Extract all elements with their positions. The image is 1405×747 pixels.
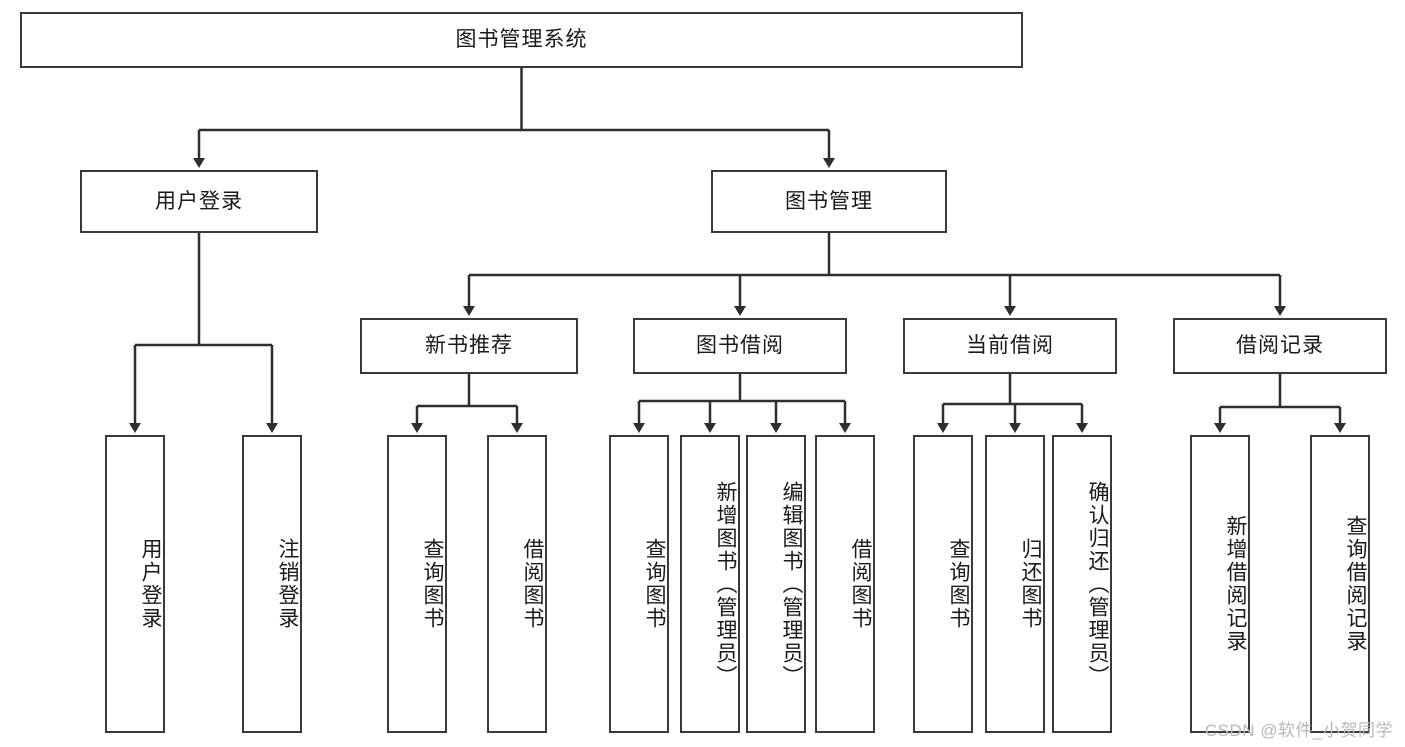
- node-book-manage-label: 图书管理: [785, 189, 873, 213]
- node-leaf-add-book[interactable]: 新增图书（管理员）: [680, 435, 740, 733]
- node-book-borrow-label: 图书借阅: [696, 334, 784, 358]
- node-leaf-borrow-book-2[interactable]: 借阅图书: [815, 435, 875, 733]
- node-leaf-borrow-book-1-label: 借阅图书: [521, 538, 544, 630]
- node-leaf-add-book-label: 新增图书（管理员）: [714, 480, 737, 688]
- node-root[interactable]: 图书管理系统: [20, 12, 1023, 68]
- node-leaf-return-book[interactable]: 归还图书: [985, 435, 1045, 733]
- node-borrow-record[interactable]: 借阅记录: [1173, 318, 1387, 374]
- node-leaf-query-book-2[interactable]: 查询图书: [609, 435, 669, 733]
- node-book-manage[interactable]: 图书管理: [711, 170, 947, 233]
- node-leaf-edit-book-label: 编辑图书（管理员）: [780, 480, 803, 688]
- node-leaf-query-record-label: 查询借阅记录: [1344, 515, 1367, 653]
- node-leaf-query-record[interactable]: 查询借阅记录: [1310, 435, 1370, 733]
- node-leaf-query-book-3-label: 查询图书: [947, 538, 970, 630]
- node-leaf-add-record-label: 新增借阅记录: [1224, 515, 1247, 653]
- node-leaf-query-book-1-label: 查询图书: [421, 538, 444, 630]
- node-leaf-query-book-2-label: 查询图书: [643, 538, 666, 630]
- node-leaf-borrow-book-1[interactable]: 借阅图书: [487, 435, 547, 733]
- node-book-borrow[interactable]: 图书借阅: [633, 318, 847, 374]
- node-borrow-record-label: 借阅记录: [1236, 334, 1324, 358]
- node-root-label: 图书管理系统: [455, 28, 588, 52]
- watermark: CSDN @软件_小贺同学: [1204, 721, 1393, 740]
- node-leaf-add-record[interactable]: 新增借阅记录: [1190, 435, 1250, 733]
- node-leaf-confirm-return[interactable]: 确认归还（管理员）: [1052, 435, 1112, 733]
- node-leaf-query-book-1[interactable]: 查询图书: [387, 435, 447, 733]
- node-current-borrow[interactable]: 当前借阅: [903, 318, 1117, 374]
- node-leaf-user-login-label: 用户登录: [139, 538, 162, 630]
- node-leaf-logout[interactable]: 注销登录: [242, 435, 302, 733]
- node-new-book-rec[interactable]: 新书推荐: [360, 318, 578, 374]
- node-user-login[interactable]: 用户登录: [80, 170, 318, 233]
- node-current-borrow-label: 当前借阅: [966, 334, 1054, 358]
- node-user-login-label: 用户登录: [155, 189, 243, 213]
- node-leaf-confirm-return-label: 确认归还（管理员）: [1086, 480, 1109, 688]
- node-leaf-return-book-label: 归还图书: [1019, 538, 1042, 630]
- node-leaf-borrow-book-2-label: 借阅图书: [849, 538, 872, 630]
- node-leaf-user-login[interactable]: 用户登录: [105, 435, 165, 733]
- node-leaf-edit-book[interactable]: 编辑图书（管理员）: [746, 435, 806, 733]
- node-leaf-logout-label: 注销登录: [276, 538, 299, 630]
- node-leaf-query-book-3[interactable]: 查询图书: [913, 435, 973, 733]
- node-new-book-rec-label: 新书推荐: [425, 334, 513, 358]
